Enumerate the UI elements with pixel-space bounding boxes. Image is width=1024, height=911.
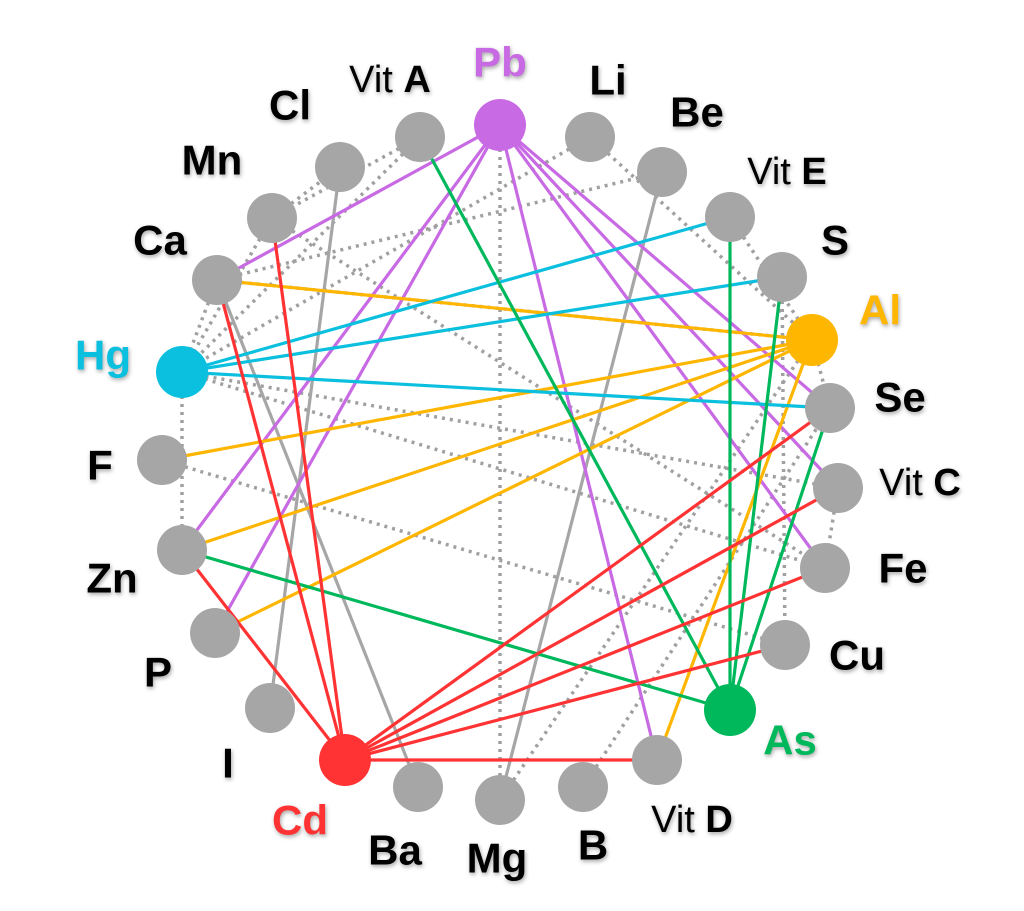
edge-Cd-VitC	[344, 486, 839, 762]
node-label-VitE: Vit E	[747, 151, 827, 193]
edge-Cd-Zn	[180, 549, 347, 761]
node-label-Zn: Zn	[86, 555, 137, 602]
node-Se	[805, 383, 855, 433]
node-Hg	[156, 346, 208, 398]
node-label-VitC: Vit C	[879, 462, 961, 504]
node-label-Ca: Ca	[133, 217, 187, 264]
node-label-As: As	[763, 717, 817, 764]
edge-Ca-Ba	[215, 279, 420, 788]
node-B	[558, 762, 608, 812]
node-label-S: S	[821, 217, 849, 264]
node-label-F: F	[87, 442, 113, 489]
node-label-Mn: Mn	[182, 137, 243, 184]
edge-Pb-VitD	[498, 124, 659, 761]
edge-Cl-I	[268, 166, 342, 709]
edge-Hg-Se	[181, 370, 831, 410]
node-As	[704, 684, 756, 736]
node-label-P: P	[144, 649, 172, 696]
edge-S-Cu	[780, 276, 787, 646]
edge-Mn-Fe	[271, 216, 826, 570]
edge-As-Se	[728, 407, 832, 711]
edge-Li-Hg	[181, 135, 591, 374]
node-Cd	[319, 734, 371, 786]
edge-Pb-Ca	[216, 123, 501, 282]
node-Li	[565, 112, 615, 162]
edge-Al-F	[161, 338, 813, 462]
edge-Cd-Ca	[215, 279, 347, 761]
node-F	[137, 435, 187, 485]
node-label-Mg: Mg	[467, 835, 528, 882]
node-label-Cl: Cl	[269, 82, 311, 129]
node-label-Al: Al	[859, 287, 901, 334]
edge-VitC-Fe	[823, 487, 840, 569]
edge-Pb-VitC	[498, 123, 840, 490]
edge-Mn-Cl	[270, 165, 342, 220]
node-Ca	[192, 255, 242, 305]
node-label-Cu: Cu	[829, 632, 885, 679]
node-Pb	[474, 99, 526, 151]
node-label-Li: Li	[589, 57, 626, 104]
node-Cl	[315, 142, 365, 192]
edge-Al-VitD	[655, 339, 814, 761]
edge-Li-Al	[588, 135, 814, 342]
node-Cu	[760, 620, 810, 670]
node-Fe	[800, 543, 850, 593]
node-label-VitA: Vit A	[349, 59, 431, 101]
node-VitA	[395, 112, 445, 162]
edge-Pb-Fe	[498, 124, 827, 569]
edge-As-S	[728, 276, 784, 711]
node-label-VitD: Vit D	[651, 799, 733, 841]
node-label-B: B	[578, 822, 608, 869]
edge-Hg-VitE	[181, 215, 731, 374]
node-P	[190, 608, 240, 658]
node-Zn	[157, 525, 207, 575]
edge-Cd-Se	[344, 406, 831, 762]
node-Mn	[247, 193, 297, 243]
edge-Hg-S	[181, 275, 783, 374]
node-Mg	[475, 775, 525, 825]
edge-Al-P	[214, 338, 813, 635]
node-Al	[786, 314, 838, 366]
edge-Pb-P	[213, 124, 502, 634]
node-label-Se: Se	[874, 374, 925, 421]
node-label-Be: Be	[670, 89, 724, 136]
edge-Cd-Fe	[344, 566, 826, 762]
edge-Pb-Zn	[180, 124, 502, 551]
node-I	[245, 683, 295, 733]
node-label-Ba: Ba	[368, 827, 422, 874]
edge-Cd-Mn	[270, 217, 347, 761]
node-label-Pb: Pb	[473, 39, 527, 86]
node-label-Hg: Hg	[75, 332, 131, 379]
edge-As-VitA	[418, 136, 732, 711]
node-VitC	[813, 463, 863, 513]
node-VitD	[632, 735, 682, 785]
edge-Cd-Cu	[344, 643, 786, 762]
node-label-Cd: Cd	[272, 797, 328, 844]
edge-Be-Mg	[498, 171, 664, 801]
node-Be	[637, 147, 687, 197]
node-S	[757, 252, 807, 302]
node-Ba	[393, 762, 443, 812]
edge-B-Se	[581, 407, 832, 788]
node-label-Fe: Fe	[878, 545, 927, 592]
node-VitE	[705, 192, 755, 242]
edge-Al-Zn	[181, 338, 813, 552]
node-label-I: I	[222, 740, 234, 787]
edge-Pb-Se	[498, 123, 832, 410]
